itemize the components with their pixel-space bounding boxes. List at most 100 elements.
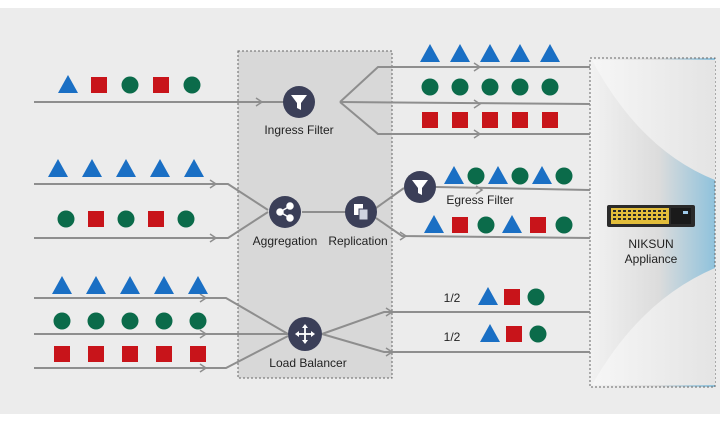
replication-label: Replication xyxy=(328,234,387,248)
packet-triangle xyxy=(150,159,170,177)
packet-square xyxy=(88,346,104,362)
share-icon xyxy=(276,202,294,222)
flow-arrowhead xyxy=(399,231,408,241)
appliance-port xyxy=(613,210,616,212)
network-appliance-icon xyxy=(607,205,695,227)
appliance-port xyxy=(628,214,631,216)
appliance-port xyxy=(653,214,656,216)
packet-circle xyxy=(117,210,135,228)
appliance-port xyxy=(658,218,661,220)
appliance-port xyxy=(638,214,641,216)
aggregation-node xyxy=(269,196,301,228)
packet-triangle xyxy=(478,287,498,305)
flow-lb-in-top xyxy=(34,297,289,335)
egress-filter-label: Egress Filter xyxy=(446,193,513,207)
packet-square xyxy=(452,217,468,233)
packet-circle xyxy=(121,312,139,330)
packet-square xyxy=(156,346,172,362)
packet-square xyxy=(91,77,107,93)
flow-arrowhead xyxy=(199,293,208,303)
appliance-port xyxy=(628,210,631,212)
egress-filter-node xyxy=(404,171,436,203)
packet-square xyxy=(422,112,438,128)
packet-square xyxy=(190,346,206,362)
flow-arrowhead xyxy=(209,233,218,243)
packet-triangle xyxy=(48,159,68,177)
copy-icon xyxy=(354,204,369,221)
appliance-wedge-top xyxy=(592,60,715,180)
packet-circle xyxy=(511,78,529,96)
packet-circle xyxy=(555,167,573,185)
flow-rep-bypass xyxy=(375,217,591,239)
packet-circle xyxy=(527,288,545,306)
flow-rep-to-egress xyxy=(375,187,405,209)
packet-circle xyxy=(183,76,201,94)
packet-square xyxy=(530,217,546,233)
appliance-port xyxy=(658,210,661,212)
ingress-filter-label: Ingress Filter xyxy=(264,123,333,137)
ingress-filter-node xyxy=(283,86,315,118)
split-label-bottom: 1/2 xyxy=(444,330,461,344)
packet-circle xyxy=(541,78,559,96)
packet-square xyxy=(542,112,558,128)
flow-lb-out-top xyxy=(321,311,590,335)
packet-circle xyxy=(121,76,139,94)
packet-triangle xyxy=(540,44,560,62)
flow-lb-out-bottom xyxy=(321,333,590,353)
flow-arrowhead xyxy=(473,62,482,72)
appliance-port xyxy=(663,214,666,216)
packet-circle xyxy=(177,210,195,228)
aggregation-label: Aggregation xyxy=(253,234,318,248)
appliance-port xyxy=(648,214,651,216)
appliance-port xyxy=(658,214,661,216)
packet-circle xyxy=(529,325,547,343)
packet-triangle xyxy=(58,75,78,93)
appliance-port xyxy=(618,218,621,220)
appliance-port xyxy=(628,218,631,220)
appliance-port xyxy=(633,218,636,220)
flow-ingress-out-top xyxy=(339,66,590,103)
packet-circle xyxy=(467,167,485,185)
packet-square xyxy=(504,289,520,305)
packet-triangle xyxy=(120,276,140,294)
packet-circle xyxy=(421,78,439,96)
appliance-port xyxy=(618,214,621,216)
packet-triangle xyxy=(420,44,440,62)
packet-square xyxy=(122,346,138,362)
appliance-port xyxy=(643,210,646,212)
appliance-port xyxy=(648,218,651,220)
packet-triangle xyxy=(444,166,464,184)
packet-circle xyxy=(481,78,499,96)
appliance-port xyxy=(618,210,621,212)
flow-arrowhead xyxy=(385,307,394,317)
packet-triangle xyxy=(82,159,102,177)
packet-triangle xyxy=(86,276,106,294)
packet-circle xyxy=(511,167,529,185)
appliance-port xyxy=(623,218,626,220)
filter-icon xyxy=(412,180,428,195)
appliance-port xyxy=(638,218,641,220)
appliance-port xyxy=(623,210,626,212)
flow-lb-in-bottom xyxy=(34,335,289,369)
packet-square xyxy=(512,112,528,128)
appliance-port xyxy=(663,210,666,212)
packet-triangle xyxy=(502,215,522,233)
packet-circle xyxy=(451,78,469,96)
packet-square xyxy=(153,77,169,93)
appliance-port xyxy=(653,210,656,212)
packet-circle xyxy=(477,216,495,234)
packet-square xyxy=(54,346,70,362)
load-balancer-label: Load Balancer xyxy=(269,356,346,370)
packet-triangle xyxy=(480,324,500,342)
flow-arrowhead xyxy=(475,185,484,195)
flow-arrowhead xyxy=(473,99,482,109)
appliance-port xyxy=(653,218,656,220)
appliance-name-label: NIKSUN xyxy=(628,237,673,251)
flow-arrowhead xyxy=(209,179,218,189)
packet-square xyxy=(482,112,498,128)
appliance-wedge-bottom xyxy=(592,268,715,385)
appliance-port xyxy=(633,210,636,212)
packet-triangle xyxy=(480,44,500,62)
